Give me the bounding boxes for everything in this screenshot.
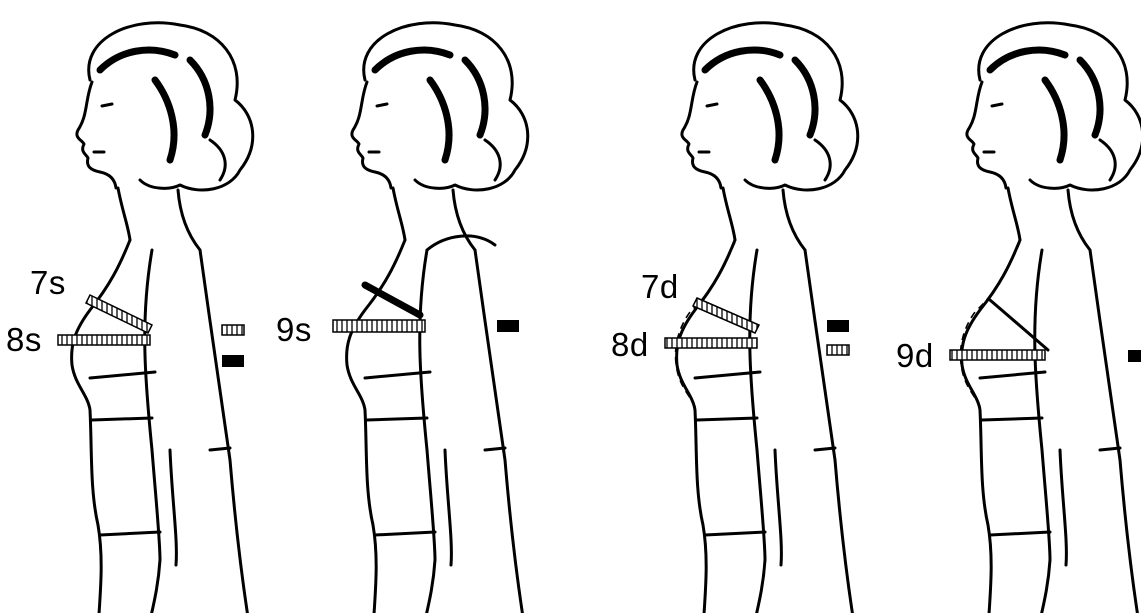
figure-1 — [58, 23, 253, 613]
label-8d: 8d — [611, 328, 649, 361]
tape-8s — [58, 335, 150, 345]
tape-8d — [665, 338, 757, 348]
label-7s: 7s — [30, 266, 66, 299]
figure-4 — [950, 23, 1141, 613]
label-9s: 9s — [276, 313, 312, 346]
tape-7s — [86, 295, 152, 333]
figure-2 — [333, 23, 528, 613]
label-9d: 9d — [896, 339, 934, 372]
label-7d: 7d — [641, 270, 679, 303]
tape-9d — [950, 350, 1045, 360]
figure-3 — [665, 23, 858, 613]
label-8s: 8s — [6, 323, 42, 356]
tape-9s — [333, 320, 425, 332]
